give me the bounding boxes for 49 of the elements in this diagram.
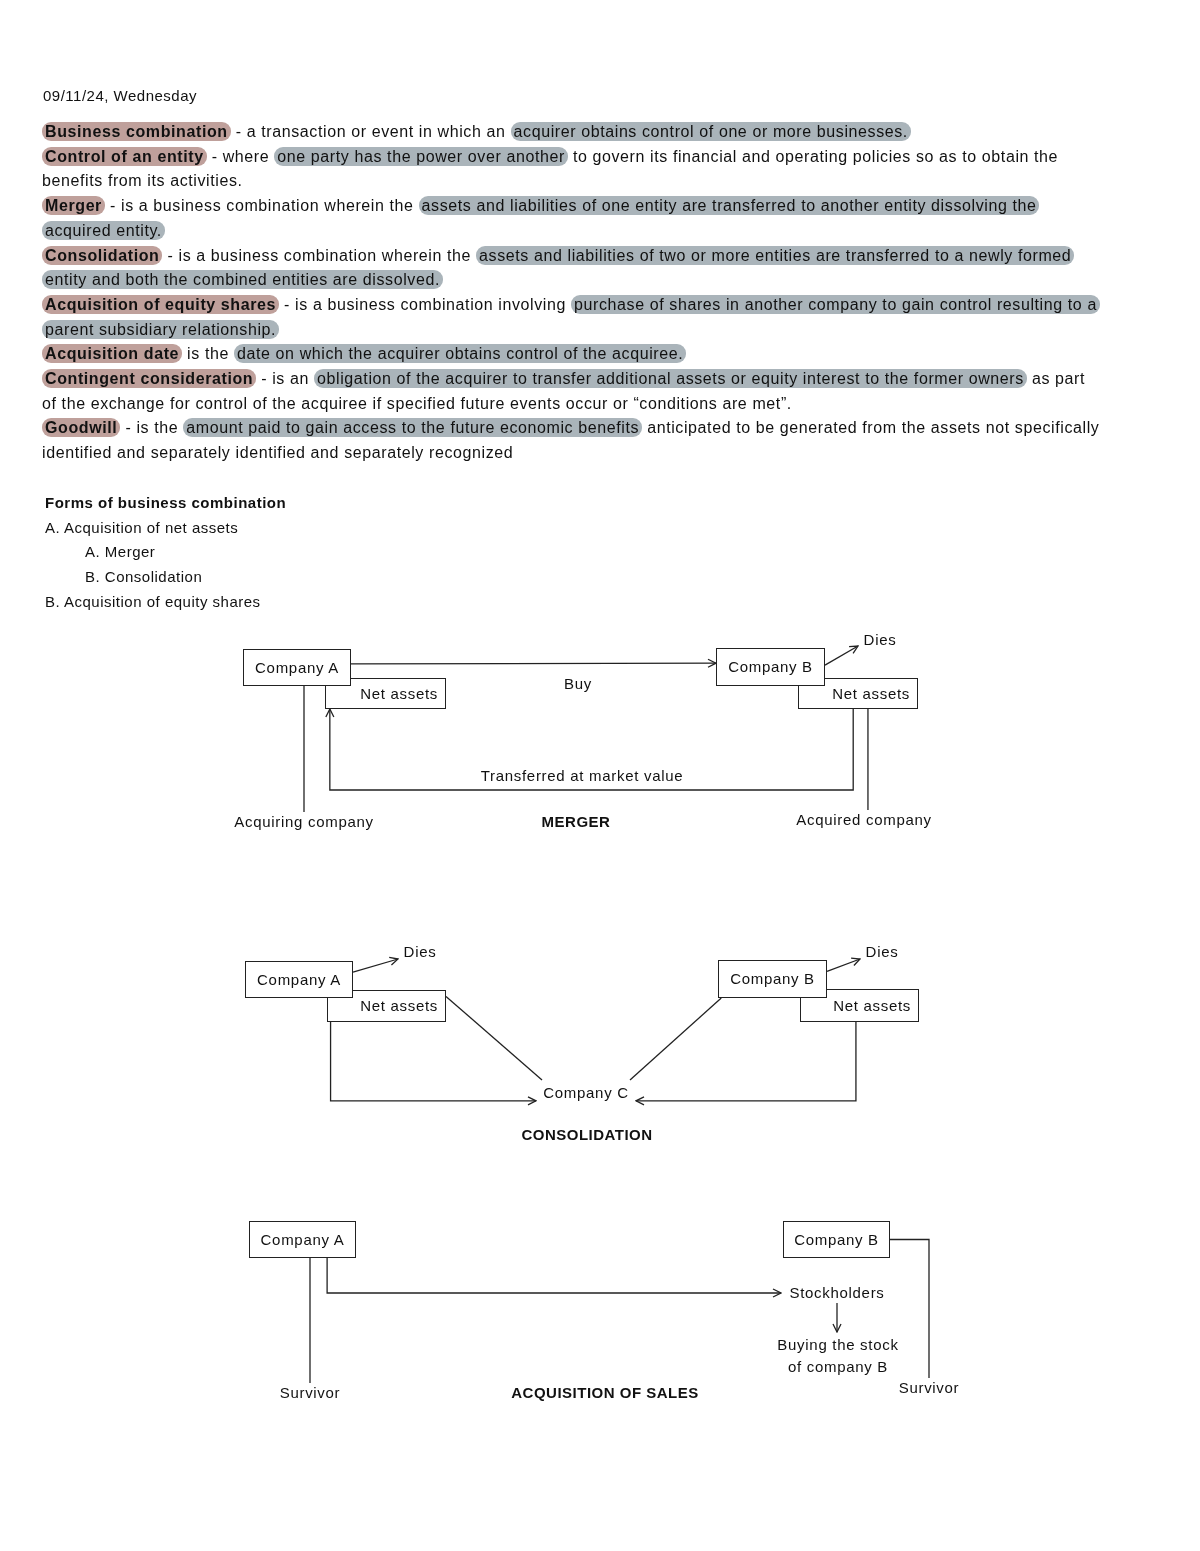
arrow (826, 957, 861, 973)
list-item: A. Acquisition of net assets (45, 517, 239, 538)
definition-text: Control of an entity - where one party has the power over another to govern its financial and operating policies so as to obtain the benefits from its activities. (42, 145, 1060, 192)
leader-line (889, 1238, 930, 1379)
company-box: Company A (249, 1221, 356, 1258)
definition-text: Contingent consideration - is an obligation of the acquirer to transfer additional assets or equity interest to the former owners as part of the exchange for control of the acquiree if specified future events occur or “conditions are met”. (42, 368, 1087, 414)
annotation-label: Dies (860, 942, 904, 962)
annotation-label: Buying the stock of company B (773, 1332, 903, 1380)
definition-text: Business combination - a transaction or event in which an acquirer obtains control of one or more businesses. (42, 120, 1104, 145)
annotation-label: Dies (858, 630, 902, 650)
annotation-label: Dies (398, 942, 442, 962)
arrow (832, 1302, 842, 1333)
arrow (350, 658, 717, 668)
caption-label: Survivor (274, 1383, 346, 1403)
date-text: 09/11/24, Wednesday (43, 86, 198, 106)
leader-line (867, 708, 869, 811)
caption-label: Acquiring company (226, 812, 382, 832)
company-box: Company B (716, 648, 825, 686)
company-box: Company A (243, 649, 351, 686)
entity-label: Company C (536, 1080, 636, 1106)
arrow (326, 1257, 782, 1298)
definition-text: Acquisition date is the date on which the acquirer obtains control of the acquiree. (42, 342, 1104, 368)
definition-text: Goodwill - is the amount paid to gain access to the future economic benefits anticipated to be generated from the assets not specifically identified and separately identified and separately recognized (42, 417, 1101, 464)
net-assets-box: Net assets (327, 990, 446, 1022)
annotation-label: Stockholders (781, 1283, 893, 1303)
caption-label: Acquired company (788, 810, 940, 830)
arrow (824, 645, 859, 666)
list-item: A. Merger (85, 542, 156, 563)
leader-line (303, 685, 305, 813)
net-assets-box: Net assets (798, 678, 918, 709)
connector-line (445, 995, 543, 1081)
arrow (352, 956, 399, 973)
net-assets-box: Net assets (325, 678, 446, 709)
caption-label: Survivor (893, 1378, 965, 1398)
company-box: Company B (783, 1221, 890, 1258)
arrow (325, 708, 854, 791)
connector-line (629, 997, 722, 1081)
figure-label: ACQUISITION OF SALES (511, 1383, 699, 1403)
net-assets-box: Net assets (800, 989, 919, 1022)
section-heading: Forms of business combination (45, 493, 287, 513)
figure-label: MERGER (541, 812, 611, 832)
company-box: Company B (718, 960, 827, 998)
list-item: B. Consolidation (85, 567, 203, 588)
list-item: B. Acquisition of equity shares (45, 591, 261, 612)
figure-label: CONSOLIDATION (521, 1125, 653, 1145)
leader-line (309, 1257, 311, 1384)
company-box: Company A (245, 961, 353, 998)
arrow (635, 1021, 857, 1106)
arrow (329, 1021, 537, 1106)
